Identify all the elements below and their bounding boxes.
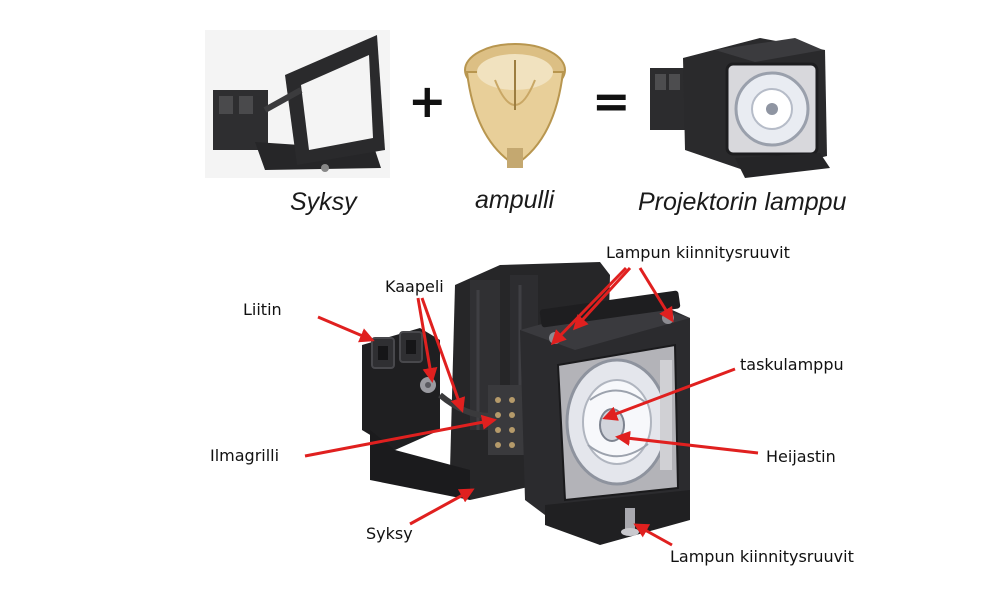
reflector-window bbox=[556, 343, 680, 502]
result-caption: Projektorin lamppu bbox=[638, 188, 847, 216]
arrow-flashlight bbox=[602, 367, 736, 421]
arrow-reflector bbox=[615, 430, 759, 455]
label-cable: Kaapeli bbox=[385, 277, 444, 296]
frame-caption: Syksy bbox=[290, 188, 357, 216]
arrow-screws-bottom bbox=[633, 523, 673, 547]
arrow-cable-connector bbox=[416, 297, 438, 383]
arrow-air-grille bbox=[304, 414, 497, 458]
label-air-grille: Ilmagrilli bbox=[210, 446, 280, 465]
label-screws-bottom: Lampun kiinnitysruuvit bbox=[670, 547, 854, 566]
arrow-screws-top-middle bbox=[572, 266, 632, 331]
arrow-connector bbox=[317, 315, 375, 343]
bulb-image bbox=[464, 43, 566, 168]
arrow-screws-top-left bbox=[550, 266, 628, 346]
arrow-screws-top-right bbox=[638, 267, 674, 323]
complete-lamp-image bbox=[650, 38, 830, 178]
equals-sign: = bbox=[592, 74, 631, 128]
connector-module bbox=[362, 328, 470, 500]
label-reflector: Heijastin bbox=[766, 447, 836, 466]
label-connector: Liitin bbox=[243, 300, 282, 319]
plus-sign: + bbox=[408, 74, 447, 128]
label-flashlight: taskulamppu bbox=[740, 355, 844, 374]
bulb-caption: ampulli bbox=[475, 186, 555, 214]
label-frame: Syksy bbox=[366, 524, 413, 543]
arrow-frame bbox=[409, 488, 475, 526]
arrow-cable-housing bbox=[420, 297, 466, 413]
label-screws-top: Lampun kiinnitysruuvit bbox=[606, 243, 790, 262]
lamp-frame-image bbox=[205, 30, 390, 178]
